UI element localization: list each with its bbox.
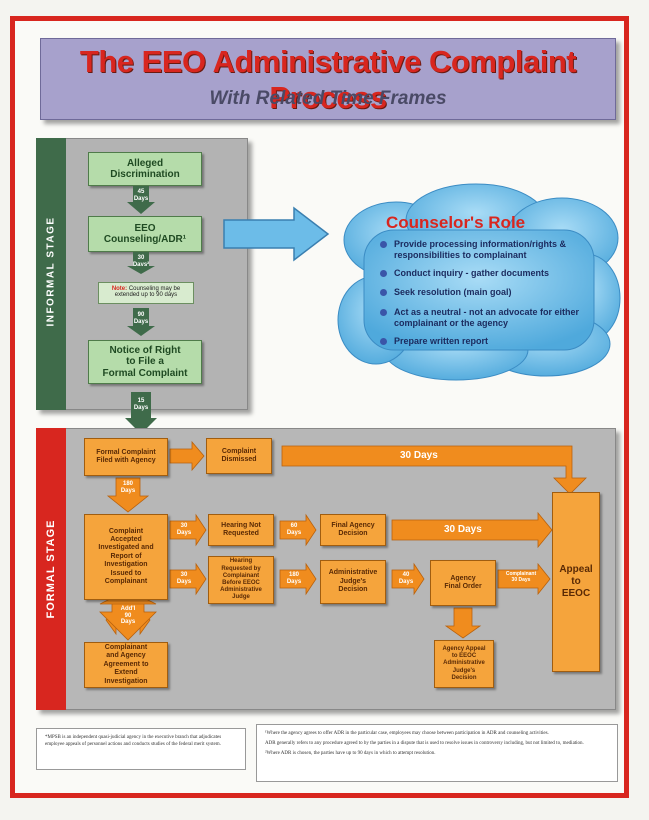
- label-30-days-top: 30 Days: [400, 450, 438, 461]
- footnote-adr-90-days: ²Where ADR is chosen, the parties have u…: [265, 751, 436, 756]
- counselor-cloud: [337, 183, 621, 381]
- arrow-90-days: [133, 308, 149, 326]
- bullet-icon: [380, 289, 387, 297]
- counselor-role-text: Prepare written report: [394, 335, 489, 346]
- extend-investigation-agreement-box: Complainant and Agency Agreement to Exte…: [84, 642, 168, 688]
- appeal-to-eeoc-box: Appeal to EEOC: [552, 492, 600, 672]
- label-30-days-mid: 30 Days: [444, 524, 482, 535]
- bullet-icon: [380, 309, 387, 317]
- hearing-requested-box: Hearing Requested by Complainant Before …: [208, 556, 274, 604]
- label-180-days-b: 180 Days: [286, 572, 302, 585]
- note-prefix: Note:: [111, 286, 128, 292]
- arrow-head: [127, 202, 155, 214]
- note-text: Counseling may be extended up to 90 days: [114, 286, 181, 298]
- counselor-role-item: Act as a neutral - not an advocate for e…: [380, 307, 592, 329]
- label-40-days: 40 Days: [398, 572, 414, 585]
- arrow-15-days: [131, 392, 151, 418]
- counselor-role-text: Act as a neutral - not an advocate for e…: [394, 307, 580, 328]
- arrow-30-days: [133, 252, 149, 266]
- counselor-role-item: Conduct inquiry - gather documents: [380, 268, 592, 279]
- label-addl-90-days: Add'l 90 Days: [120, 606, 136, 626]
- bullet-icon: [380, 241, 387, 248]
- alleged-discrimination-box: Alleged Discrimination: [88, 152, 202, 186]
- label-30-days-b: 30 Days: [176, 572, 192, 585]
- footnote-left: *MPSB is an independent quasi-judicial a…: [36, 728, 246, 770]
- counselor-arrow: [223, 206, 330, 262]
- counselor-role-item: Prepare written report: [380, 336, 592, 347]
- bullet-icon: [380, 337, 387, 345]
- agency-final-order-box: Agency Final Order: [430, 560, 496, 606]
- arrow-head: [127, 266, 155, 274]
- label-30-days: 30 Days²: [132, 255, 150, 268]
- label-45-days: 45 Days: [133, 189, 149, 202]
- label-90-days: 90 Days: [133, 312, 149, 325]
- label-60-days: 60 Days: [286, 523, 302, 536]
- label-180-days: 180 Days: [120, 481, 136, 494]
- administrative-judge-decision-box: Administrative Judge's Decision: [320, 560, 386, 604]
- counselor-role-text: Provide processing information/rights & …: [394, 239, 567, 260]
- label-15-days: 15 Days: [133, 398, 149, 411]
- agency-appeal-box: Agency Appeal to EEOC Administrative Jud…: [434, 640, 494, 688]
- eeo-counseling-box: EEO Counseling/ADR¹: [88, 216, 202, 252]
- arrow-45-days: [133, 186, 149, 202]
- footnote-adr-choice: ¹Where the agency agrees to offer ADR in…: [265, 731, 549, 736]
- formal-stage-bar: FORMAL STAGE: [36, 428, 66, 710]
- counselor-role-text: Seek resolution (main goal): [394, 287, 512, 298]
- counselor-role-list: Provide processing information/rights & …: [380, 239, 592, 347]
- hearing-not-requested-box: Hearing Not Requested: [208, 514, 274, 546]
- counselor-role-title: Counselor's Role: [386, 213, 526, 232]
- final-agency-decision-box: Final Agency Decision: [320, 514, 386, 546]
- notice-of-right-box: Notice of Right to File a Formal Complai…: [88, 340, 202, 384]
- complaint-dismissed-box: Complaint Dismissed: [206, 438, 272, 474]
- formal-complaint-filed-box: Formal Complaint Filed with Agency: [84, 438, 168, 476]
- bullet-icon: [380, 269, 387, 277]
- footnote-adr-definition: ADR generally refers to any procedure ag…: [265, 741, 584, 746]
- page-subtitle: With Related Time Frames: [209, 88, 447, 109]
- complaint-accepted-box: Complaint Accepted Investigated and Repo…: [84, 514, 168, 600]
- informal-stage-bar: INFORMAL STAGE: [36, 138, 66, 410]
- page-title: The EEO Administrative Complaint Process: [79, 44, 577, 115]
- counseling-extension-note: Note: Counseling may be extended up to 9…: [98, 282, 194, 304]
- label-complainant-30-days: Complainant 30 Days: [505, 571, 537, 583]
- title-banner: [40, 38, 616, 120]
- counselor-role-item: Provide processing information/rights & …: [380, 239, 592, 261]
- arrow-head: [127, 326, 155, 336]
- footnote-right: ¹Where the agency agrees to offer ADR in…: [256, 724, 618, 782]
- counselor-role-text: Conduct inquiry - gather documents: [394, 267, 550, 278]
- counselor-role-item: Seek resolution (main goal): [380, 287, 592, 298]
- label-30-days-a: 30 Days: [176, 523, 192, 536]
